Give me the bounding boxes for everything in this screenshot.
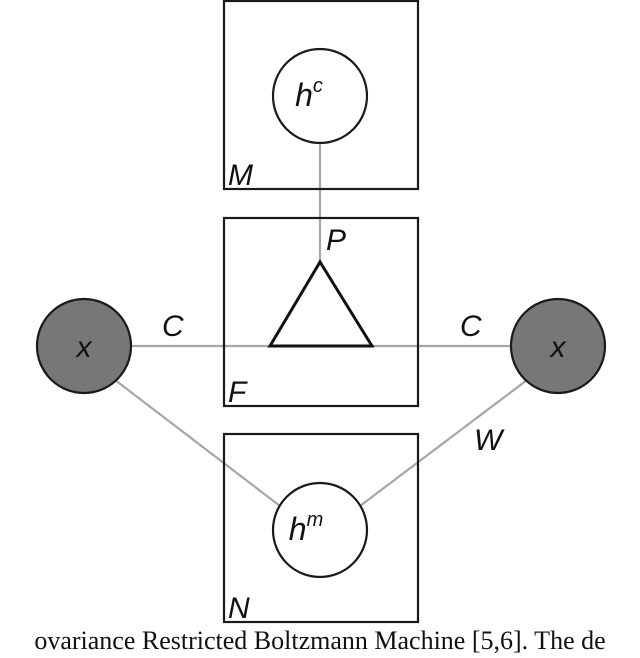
plate-m — [222, 0, 420, 191]
factor-triangle — [267, 259, 375, 348]
node-hm-label: hm — [289, 509, 323, 547]
edge-w-label: W — [474, 424, 505, 457]
edge-w-right — [359, 379, 528, 507]
node-hm-sup: m — [307, 509, 324, 531]
plate-n — [222, 432, 420, 624]
edge-w-left — [114, 379, 281, 507]
figure-caption: ovariance Restricted Boltzmann Machine [… — [34, 626, 606, 655]
edge-c-left-label: C — [162, 310, 184, 343]
plate-m-label: M — [228, 159, 253, 192]
node-hc — [271, 47, 369, 145]
edge-c-right-label: C — [460, 310, 482, 343]
node-hc-base: h — [295, 77, 313, 113]
node-x-right-label: x — [549, 331, 567, 364]
edge-p-label: P — [326, 224, 346, 257]
node-x-right — [509, 297, 607, 395]
plate-f-label: F — [228, 376, 248, 409]
node-x-left-label: x — [75, 331, 93, 364]
node-hc-label: hc — [295, 75, 323, 113]
node-hm-base: h — [289, 511, 307, 547]
node-hc-sup: c — [313, 75, 323, 97]
node-hm — [271, 481, 369, 579]
node-x-left — [35, 297, 133, 395]
plate-f — [222, 216, 420, 408]
plate-n-label: N — [228, 592, 250, 625]
